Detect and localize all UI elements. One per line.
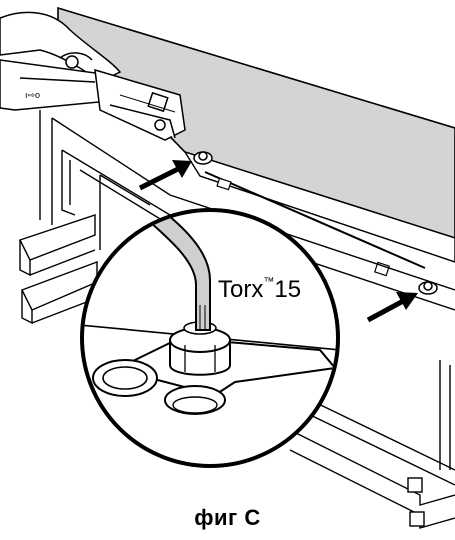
- torx-tool-size: 15: [274, 276, 302, 303]
- mounting-rail: [183, 150, 455, 263]
- door-bottom: [289, 360, 455, 529]
- rail-clip: [373, 261, 391, 277]
- rail-line: [199, 175, 455, 263]
- magnifier-content: [84, 212, 336, 415]
- worktop-panel: [57, 6, 455, 239]
- screw-left: [193, 151, 213, 165]
- rail-clip: [216, 177, 232, 191]
- mounting-bracket: [94, 68, 186, 141]
- torx-size-label: Torx™15: [218, 276, 302, 303]
- rail-line-inner: [204, 171, 426, 269]
- torx-tool-name: Torx: [218, 276, 264, 303]
- figure-caption: фиг C: [194, 505, 261, 530]
- trademark-symbol: ™: [263, 276, 275, 288]
- screw-right: [418, 281, 438, 295]
- arrow-left-icon: [138, 160, 192, 191]
- hand-illustration: [0, 11, 122, 111]
- dish-rack: [19, 214, 98, 325]
- slide-direction-symbol: ı⇨o: [25, 90, 41, 100]
- arrow-right-icon: [366, 292, 418, 323]
